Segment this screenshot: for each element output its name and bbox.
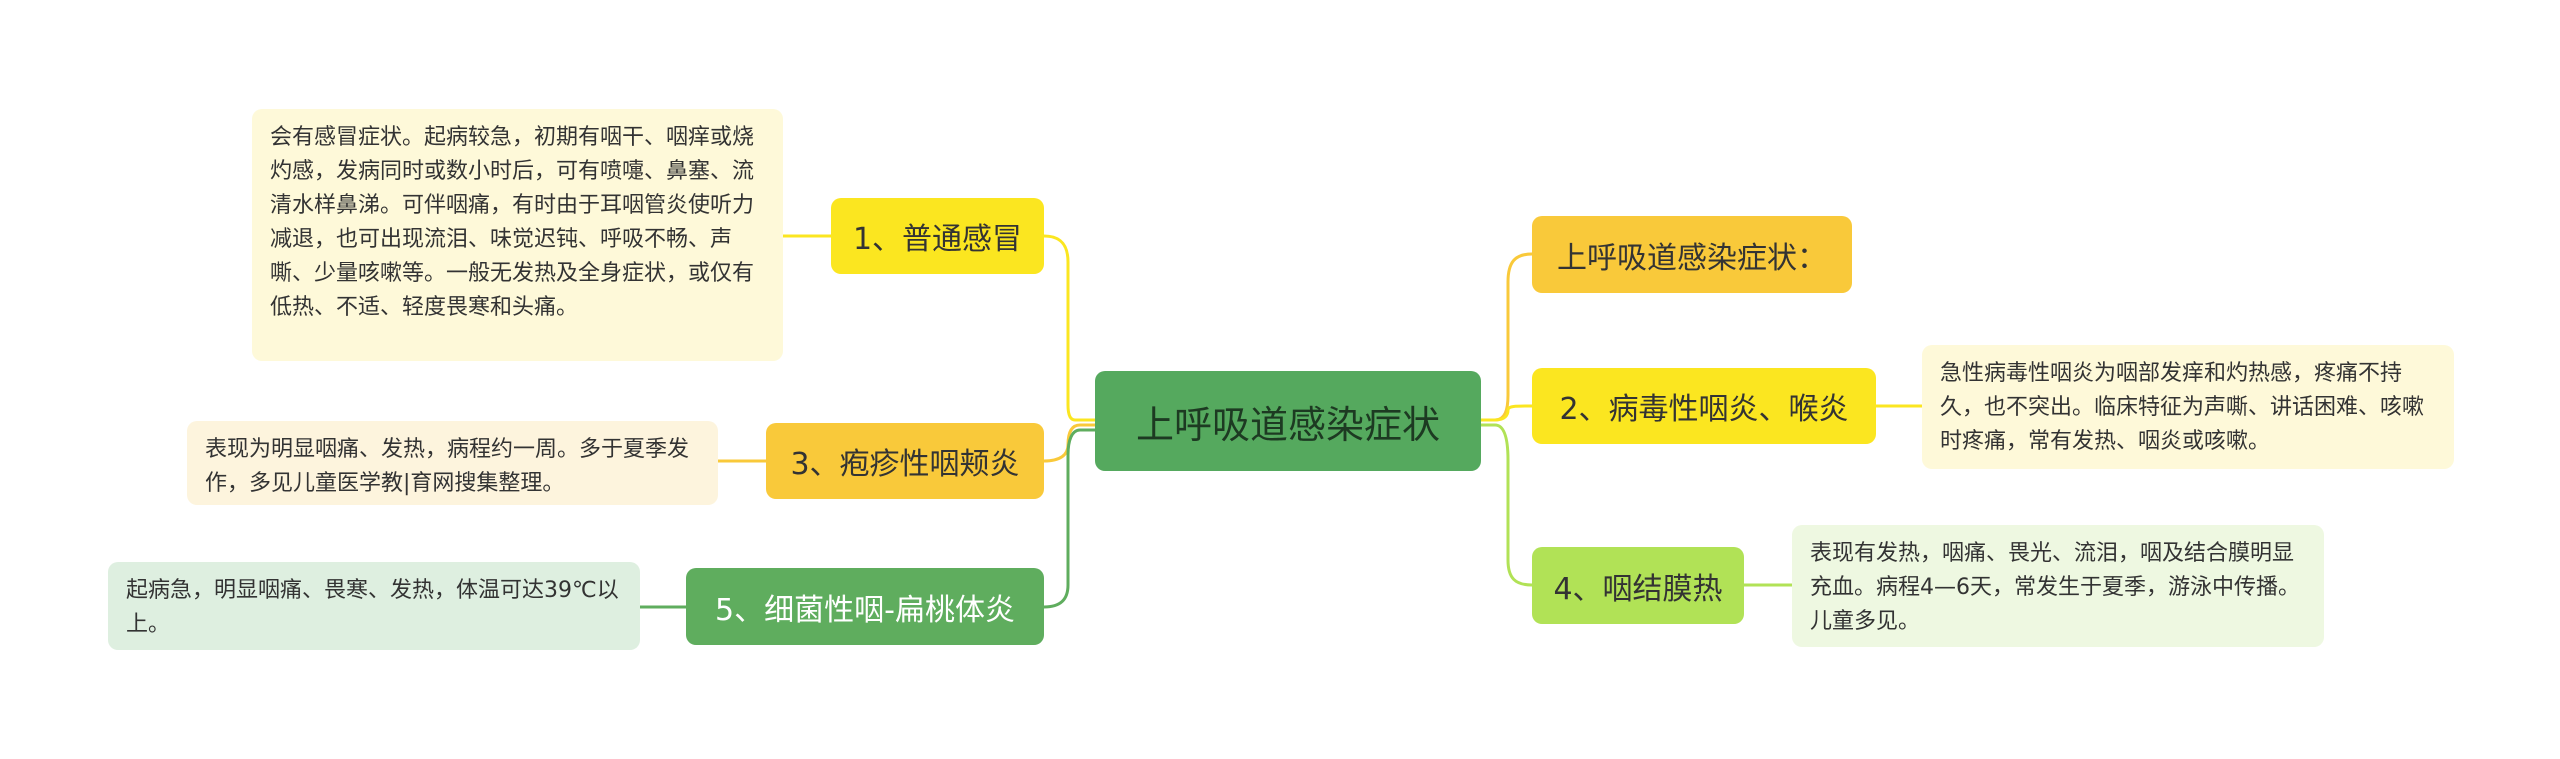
link-root-to-common-cold xyxy=(1043,234,1095,422)
root-label: 上呼吸道感染症状 xyxy=(1135,402,1440,447)
note-viral: 急性病毒性咽炎为咽部发痒和灼热感，疼痛不持久，也不突出。临床特征为声嘶、讲话困难… xyxy=(1922,345,2454,469)
branch-common-cold-label: 1、普通感冒 xyxy=(852,222,1023,257)
branch-herpangina-label: 3、疱疹性咽颊炎 xyxy=(790,447,1020,482)
branch-common-cold[interactable]: 1、普通感冒 xyxy=(831,198,1044,274)
root-node[interactable]: 上呼吸道感染症状 xyxy=(1095,371,1481,471)
link-root-to-pharyngoconjunctival xyxy=(1480,423,1533,587)
link-root-to-title xyxy=(1480,252,1533,422)
note-common-cold-text: 会有感冒症状。起病较急，初期有咽干、咽痒或烧灼感，发病同时或数小时后，可有喷嚏、… xyxy=(270,125,755,320)
branch-title-label: 上呼吸道感染症状： xyxy=(1557,240,1827,276)
note-pharyngoconjunctival: 表现有发热，咽痛、畏光、流泪，咽及结合膜明显充血。病程4—6天，常发生于夏季，游… xyxy=(1792,525,2324,647)
branch-herpangina[interactable]: 3、疱疹性咽颊炎 xyxy=(766,423,1044,499)
branch-pharyngoconjunctival[interactable]: 4、咽结膜热 xyxy=(1532,547,1744,624)
note-bacterial-text: 起病急，明显咽痛、畏寒、发热，体温可达39℃以上。 xyxy=(126,578,619,637)
note-herpangina: 表现为明显咽痛、发热，病程约一周。多于夏季发作，多见儿童医学教|育网搜集整理。 xyxy=(187,421,718,505)
link-root-to-viral xyxy=(1480,404,1533,422)
branch-pharyngoconjunctival-label: 4、咽结膜热 xyxy=(1553,571,1723,607)
note-viral-text: 急性病毒性咽炎为咽部发痒和灼热感，疼痛不持久，也不突出。临床特征为声嘶、讲话困难… xyxy=(1940,361,2425,454)
branch-bacterial-label: 5、细菌性咽-扁桃体炎 xyxy=(715,592,1015,628)
branch-title[interactable]: 上呼吸道感染症状： xyxy=(1532,216,1852,293)
note-bacterial: 起病急，明显咽痛、畏寒、发热，体温可达39℃以上。 xyxy=(108,562,640,650)
note-common-cold: 会有感冒症状。起病较急，初期有咽干、咽痒或烧灼感，发病同时或数小时后，可有喷嚏、… xyxy=(252,109,783,361)
branch-viral[interactable]: 2、病毒性咽炎、喉炎 xyxy=(1532,368,1876,444)
branch-viral-label: 2、病毒性咽炎、喉炎 xyxy=(1559,392,1849,427)
note-herpangina-text: 表现为明显咽痛、发热，病程约一周。多于夏季发作，多见儿童医学教|育网搜集整理。 xyxy=(205,437,690,496)
note-pharyngoconjunctival-text: 表现有发热，咽痛、畏光、流泪，咽及结合膜明显充血。病程4—6天，常发生于夏季，游… xyxy=(1810,541,2300,634)
branch-bacterial[interactable]: 5、细菌性咽-扁桃体炎 xyxy=(686,568,1044,645)
link-root-to-bacterial xyxy=(1043,428,1095,609)
